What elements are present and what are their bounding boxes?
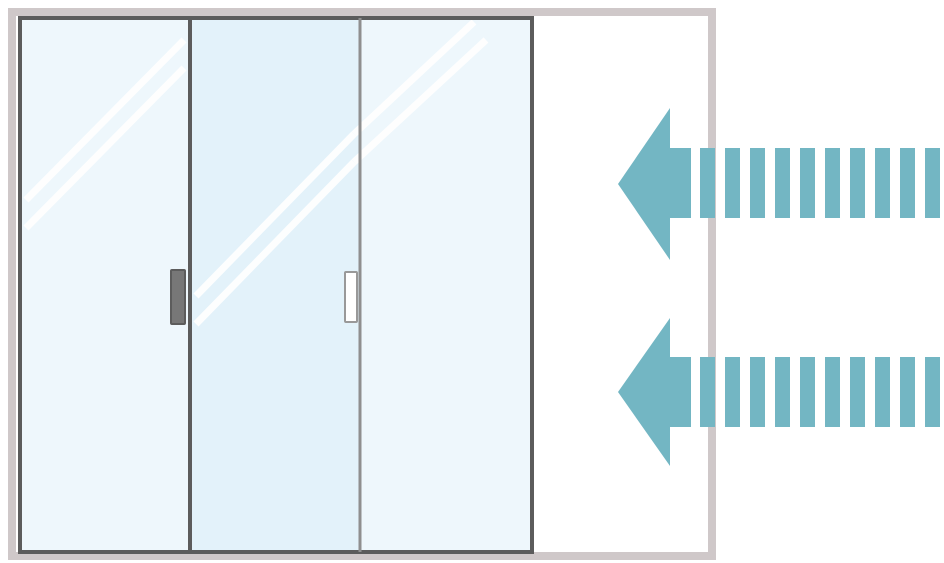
arrow-stem	[668, 148, 691, 218]
reflection-middle-a	[193, 131, 357, 299]
arrow-dash	[700, 357, 715, 427]
arrow-dash	[775, 148, 790, 218]
reflection-middle-b	[193, 159, 357, 327]
handle-outline-icon	[344, 271, 358, 323]
reflection-left-a	[23, 37, 187, 203]
arrow-dash	[700, 148, 715, 218]
arrow-dash	[800, 148, 815, 218]
right-panel	[360, 20, 530, 550]
arrow-dash	[725, 148, 740, 218]
panel-frame	[18, 16, 534, 554]
arrow-dash	[925, 148, 940, 218]
reflection-right-a	[351, 19, 477, 137]
arrow-dash	[800, 357, 815, 427]
arrow-dash	[875, 357, 890, 427]
left-panel	[20, 20, 190, 550]
arrow-dash	[825, 357, 840, 427]
arrow-dash	[750, 148, 765, 218]
arrow-dash	[750, 357, 765, 427]
arrow-dash	[875, 148, 890, 218]
lower-arrow	[618, 318, 940, 466]
glass-reflections	[23, 19, 489, 327]
arrow-dash	[850, 357, 865, 427]
arrow-dash	[725, 357, 740, 427]
arrow-dash	[900, 148, 915, 218]
reflection-right-b	[351, 37, 489, 165]
left-arrow-icon	[618, 318, 670, 466]
handle-filled-icon	[170, 269, 186, 325]
arrow-dash	[775, 357, 790, 427]
arrow-dash	[925, 357, 940, 427]
arrow-dash	[900, 357, 915, 427]
glass-panels	[20, 20, 530, 550]
arrows	[618, 108, 940, 466]
middle-panel	[190, 20, 360, 550]
arrow-dash	[850, 148, 865, 218]
upper-arrow	[618, 108, 940, 260]
reflection-left-b	[23, 65, 187, 231]
arrow-dash	[825, 148, 840, 218]
arrow-stem	[668, 357, 691, 427]
left-arrow-icon	[618, 108, 670, 260]
